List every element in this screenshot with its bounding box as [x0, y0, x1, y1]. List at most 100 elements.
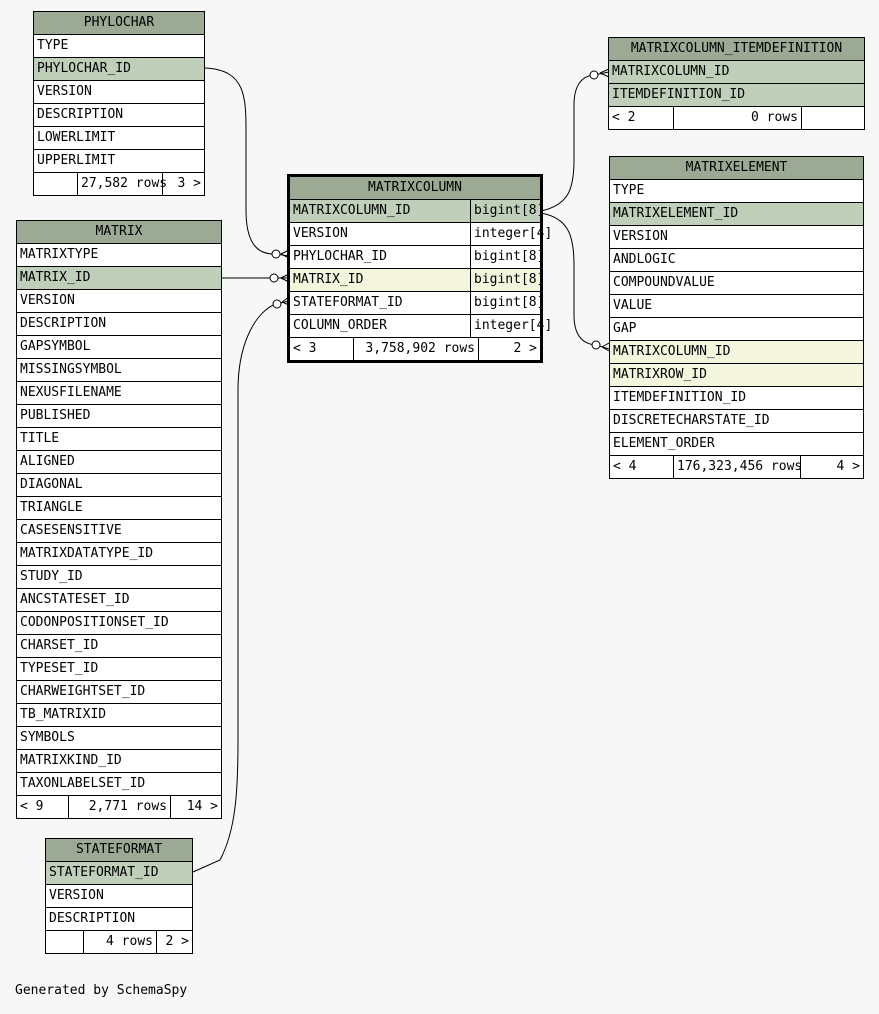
column-row-description[interactable]: DESCRIPTION [17, 313, 221, 336]
column-name: TAXONLABELSET_ID [20, 776, 146, 791]
column-name: DIAGONAL [20, 477, 83, 492]
column-row-study-id[interactable]: STUDY_ID [17, 566, 221, 589]
column-name: MATRIX_ID [293, 272, 364, 287]
column-name: TYPESET_ID [20, 661, 99, 676]
column-row-version[interactable]: VERSION [46, 885, 192, 908]
edge-end-circle [591, 340, 601, 350]
column-row-charset-id[interactable]: CHARSET_ID [17, 635, 221, 658]
column-row-codonpositionset-id[interactable]: CODONPOSITIONSET_ID [17, 612, 221, 635]
column-type: bigint[8] [470, 200, 544, 222]
column-name: LOWERLIMIT [37, 130, 116, 145]
column-row-gapsymbol[interactable]: GAPSYMBOL [17, 336, 221, 359]
column-row-matrixdatatype-id[interactable]: MATRIXDATATYPE_ID [17, 543, 221, 566]
generated-by-credit: Generated by SchemaSpy [15, 983, 188, 998]
child-count[interactable]: 4 > [800, 456, 863, 478]
parent-count[interactable]: < 4 [613, 459, 637, 474]
column-row-matrix-id[interactable]: MATRIX_ID [17, 267, 221, 290]
child-count[interactable]: 14 > [170, 796, 221, 818]
column-row-missingsymbol[interactable]: MISSINGSYMBOL [17, 359, 221, 382]
row-count: 4 rows [83, 931, 156, 953]
child-count[interactable]: 2 > [156, 931, 192, 953]
column-row-description[interactable]: DESCRIPTION [46, 908, 192, 931]
parent-count[interactable] [34, 173, 77, 195]
child-count[interactable]: 3 > [162, 173, 204, 195]
table-header[interactable]: MATRIXCOLUMN [290, 177, 540, 200]
column-row-nexusfilename[interactable]: NEXUSFILENAME [17, 382, 221, 405]
column-row-charweightset-id[interactable]: CHARWEIGHTSET_ID [17, 681, 221, 704]
column-row-matrixkind-id[interactable]: MATRIXKIND_ID [17, 750, 221, 773]
column-row-taxonlabelset-id[interactable]: TAXONLABELSET_ID [17, 773, 221, 796]
child-count[interactable]: 2 > [478, 338, 540, 360]
column-row-value[interactable]: VALUE [610, 295, 863, 318]
column-row-gap[interactable]: GAP [610, 318, 863, 341]
column-name: DESCRIPTION [20, 316, 107, 331]
column-row-matrixrow-id[interactable]: MATRIXROW_ID [610, 364, 863, 387]
column-row-typeset-id[interactable]: TYPESET_ID [17, 658, 221, 681]
column-name: CHARSET_ID [20, 638, 99, 653]
column-row-stateformat-id[interactable]: STATEFORMAT_ID [46, 862, 192, 885]
column-row-version[interactable]: VERSION [17, 290, 221, 313]
column-row-lowerlimit[interactable]: LOWERLIMIT [34, 127, 204, 150]
table-header[interactable]: MATRIXELEMENT [610, 157, 863, 180]
column-row-matrixcolumn-id[interactable]: MATRIXCOLUMN_ID [609, 61, 864, 84]
column-row-discretecharstate-id[interactable]: DISCRETECHARSTATE_ID [610, 410, 863, 433]
column-row-title[interactable]: TITLE [17, 428, 221, 451]
column-row-andlogic[interactable]: ANDLOGIC [610, 249, 863, 272]
column-row-compoundvalue[interactable]: COMPOUNDVALUE [610, 272, 863, 295]
table-header[interactable]: MATRIXCOLUMN_ITEMDEFINITION [609, 38, 864, 61]
column-row-description[interactable]: DESCRIPTION [34, 104, 204, 127]
column-row-type[interactable]: TYPE [34, 35, 204, 58]
parent-count[interactable]: < 3 [293, 341, 317, 356]
table-header[interactable]: MATRIX [17, 221, 221, 244]
column-row-itemdefinition-id[interactable]: ITEMDEFINITION_ID [610, 387, 863, 410]
column-row-element-order[interactable]: ELEMENT_ORDER [610, 433, 863, 456]
parent-count[interactable]: < 9 [20, 799, 44, 814]
column-name: VERSION [613, 229, 668, 244]
column-row-aligned[interactable]: ALIGNED [17, 451, 221, 474]
column-row-upperlimit[interactable]: UPPERLIMIT [34, 150, 204, 173]
column-name: STATEFORMAT_ID [293, 295, 403, 310]
column-name: VERSION [20, 293, 75, 308]
column-row-ancstateset-id[interactable]: ANCSTATESET_ID [17, 589, 221, 612]
table-header[interactable]: STATEFORMAT [46, 839, 192, 862]
column-row-symbols[interactable]: SYMBOLS [17, 727, 221, 750]
column-row-itemdefinition-id[interactable]: ITEMDEFINITION_ID [609, 84, 864, 107]
edge-crowfoot [601, 342, 610, 352]
column-name: TYPE [613, 183, 645, 198]
column-row-triangle[interactable]: TRIANGLE [17, 497, 221, 520]
column-row-matrixtype[interactable]: MATRIXTYPE [17, 244, 221, 267]
column-row-matrixelement-id[interactable]: MATRIXELEMENT_ID [610, 203, 863, 226]
row-count: 27,582 rows [77, 173, 167, 195]
table-matrixelement[interactable]: MATRIXELEMENT TYPE MATRIXELEMENT_ID VERSION… [609, 156, 864, 479]
column-name: ANDLOGIC [613, 252, 676, 267]
column-row-phylochar-id[interactable]: PHYLOCHAR_ID [34, 58, 204, 81]
column-row-version[interactable]: VERSION [610, 226, 863, 249]
parent-count[interactable]: < 2 [612, 110, 636, 125]
column-name: STUDY_ID [20, 569, 83, 584]
column-row-diagonal[interactable]: DIAGONAL [17, 474, 221, 497]
column-row-type[interactable]: TYPE [610, 180, 863, 203]
column-name: MATRIXELEMENT_ID [613, 206, 739, 221]
column-type: bigint[8] [470, 269, 544, 291]
column-row-tb-matrixid[interactable]: TB_MATRIXID [17, 704, 221, 727]
column-row-matrix-id[interactable]: MATRIX_ID bigint[8] [290, 269, 544, 292]
column-row-published[interactable]: PUBLISHED [17, 405, 221, 428]
child-count[interactable] [801, 107, 864, 129]
column-row-matrixcolumn-id[interactable]: MATRIXCOLUMN_ID [610, 341, 863, 364]
column-row-version[interactable]: VERSION [34, 81, 204, 104]
column-row-casesensitive[interactable]: CASESENSITIVE [17, 520, 221, 543]
table-header[interactable]: PHYLOCHAR [34, 12, 204, 35]
parent-count[interactable] [46, 931, 83, 953]
